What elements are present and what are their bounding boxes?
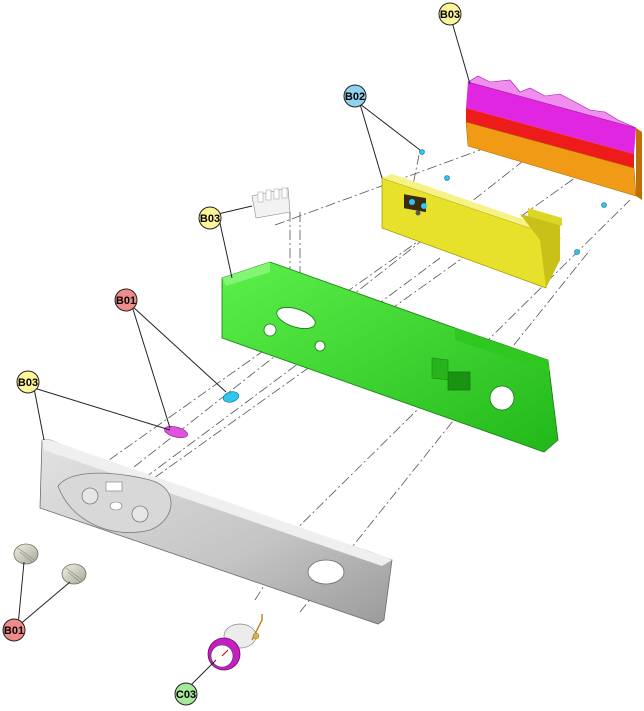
svg-text:B03: B03 xyxy=(440,9,460,21)
pressure-gauge xyxy=(207,614,263,671)
callout-b03-top: B03 xyxy=(438,2,462,26)
green-chassis-panel xyxy=(221,261,559,453)
svg-text:B01: B01 xyxy=(4,625,24,637)
svg-text:B03: B03 xyxy=(200,213,220,225)
leader-lines xyxy=(17,21,471,689)
callout-b02: B02 xyxy=(343,84,367,108)
callout-b03-mid: B03 xyxy=(198,206,222,230)
knob-right xyxy=(61,563,87,585)
svg-text:C03: C03 xyxy=(176,689,196,701)
knob-left xyxy=(13,543,39,565)
svg-text:B02: B02 xyxy=(345,91,365,103)
rear-cover-plate xyxy=(465,75,642,200)
b02-screws xyxy=(419,149,607,255)
svg-text:B01: B01 xyxy=(116,295,136,307)
svg-text:B03: B03 xyxy=(18,377,38,389)
small-connector xyxy=(251,187,291,219)
callout-b03-left: B03 xyxy=(16,370,40,394)
callout-b01-bottom: B01 xyxy=(2,618,26,642)
cyan-clip xyxy=(222,391,240,403)
pcb-board xyxy=(381,174,562,289)
callout-b01-mid: B01 xyxy=(114,288,138,312)
magenta-button xyxy=(164,425,188,439)
callout-c03: C03 xyxy=(174,682,198,706)
front-fascia xyxy=(39,439,393,625)
